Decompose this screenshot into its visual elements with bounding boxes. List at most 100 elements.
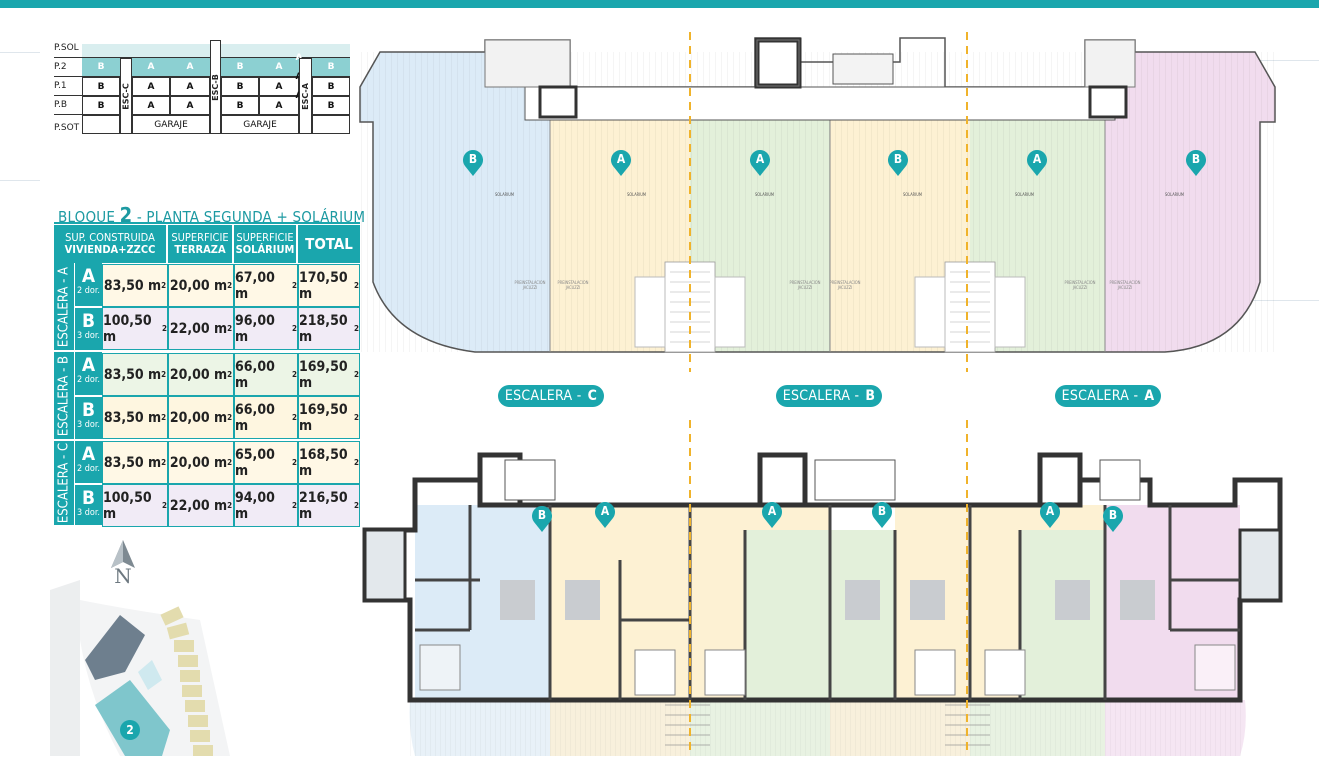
level-label-psol: P.SOL xyxy=(54,43,79,53)
unit-p1-5: A xyxy=(259,77,299,96)
unit-marker-pin-icon xyxy=(1027,150,1047,176)
unit-marker-label: A xyxy=(755,152,765,166)
decor-line xyxy=(1240,60,1319,61)
compass-letter: N xyxy=(114,564,132,588)
unit-p2-4: B xyxy=(221,58,259,76)
unit-marker-pin-icon xyxy=(1103,506,1123,532)
site-map: 2 xyxy=(50,580,230,756)
unit-p2-7: B xyxy=(312,58,350,76)
unit-p2-5: A xyxy=(259,58,299,76)
escalera-label: ESCALERA - A xyxy=(54,263,74,352)
unit-marker-label: B xyxy=(1191,152,1201,166)
unit-marker-label: B xyxy=(877,504,887,518)
room-label: SOLARIUM xyxy=(1165,192,1184,197)
unit-pb-1: B xyxy=(82,96,120,115)
jacuzzi-label: PREINSTALACION JACUZZI xyxy=(829,280,861,290)
unit-marker-pin-icon xyxy=(762,502,782,528)
jacuzzi-label: PREINSTALACION JACUZZI xyxy=(514,280,546,290)
level-label-psot: P.SOT xyxy=(54,123,80,133)
jacuzzi-label: PREINSTALACION JACUZZI xyxy=(789,280,821,290)
decor-line xyxy=(1240,300,1319,301)
unit-marker-label: A xyxy=(616,152,626,166)
unit-marker-pin-icon xyxy=(595,502,615,528)
decor-line xyxy=(0,52,40,53)
unit-pb-5: A xyxy=(259,96,299,115)
unit-marker-label: B xyxy=(537,508,547,522)
unit-pb-2: A xyxy=(132,96,170,115)
escalera-a-pill: ESCALERA -A xyxy=(1055,385,1161,407)
garage-label: GARAJE xyxy=(221,115,299,134)
unit-pb-3: A xyxy=(170,96,210,115)
table-title: BLOQUE 2 - PLANTA SEGUNDA + SOLÁRIUM xyxy=(58,203,366,227)
jacuzzi-label: PREINSTALACION JACUZZI xyxy=(557,280,589,290)
level-label-p1: P.1 xyxy=(54,81,67,91)
garage-cell xyxy=(312,115,350,134)
unit-pb-7: B xyxy=(312,96,350,115)
escalera-b-pill: ESCALERA -B xyxy=(776,385,882,407)
room-label: SOLARIUM xyxy=(903,192,922,197)
jacuzzi-label: PREINSTALACION JACUZZI xyxy=(1109,280,1141,290)
floor-2-plan xyxy=(360,420,1295,756)
unit-marker-pin-icon xyxy=(532,506,552,532)
unit-marker-label: B xyxy=(468,152,478,166)
solarium-plan: SOLARIUM SOLARIUM SOLARIUM SOLARIUM SOLA… xyxy=(355,32,1280,372)
garage-label: GARAJE xyxy=(132,115,210,134)
title-underline xyxy=(54,222,360,224)
unit-marker-pin-icon xyxy=(1186,150,1206,176)
escalera-label: ESCALERA - C xyxy=(54,441,74,527)
unit-p2-3: A xyxy=(170,58,210,76)
escalera-label: ESCALERA - B xyxy=(54,352,74,441)
unit-pb-4: B xyxy=(221,96,259,115)
stair-core-a: ESC-A xyxy=(299,58,312,134)
unit-p1-2: A xyxy=(132,77,170,96)
level-label-pb: P.B xyxy=(54,100,68,110)
unit-p1-7: B xyxy=(312,77,350,96)
unit-marker-label: A xyxy=(1045,504,1055,518)
unit-marker-pin-icon xyxy=(872,502,892,528)
unit-p1-4: B xyxy=(221,77,259,96)
decor-line xyxy=(0,180,40,181)
site-block-marker: 2 xyxy=(120,720,140,740)
header-total: TOTAL xyxy=(298,225,360,263)
room-label: SOLARIUM xyxy=(627,192,646,197)
stair-core-c: ESC-C xyxy=(120,58,132,134)
unit-marker-label: A xyxy=(767,504,777,518)
unit-marker-pin-icon xyxy=(611,150,631,176)
room-label: SOLARIUM xyxy=(1015,192,1034,197)
unit-marker-pin-icon xyxy=(1040,502,1060,528)
unit-marker-label: A xyxy=(1032,152,1042,166)
unit-p1-1: B xyxy=(82,77,120,96)
room-label: SOLARIUM xyxy=(755,192,774,197)
unit-marker-label: B xyxy=(893,152,903,166)
north-arrow-icon: N xyxy=(108,540,138,596)
unit-marker-pin-icon xyxy=(750,150,770,176)
unit-marker-label: B xyxy=(1108,508,1118,522)
stair-core-b: ESC-B xyxy=(210,40,221,134)
